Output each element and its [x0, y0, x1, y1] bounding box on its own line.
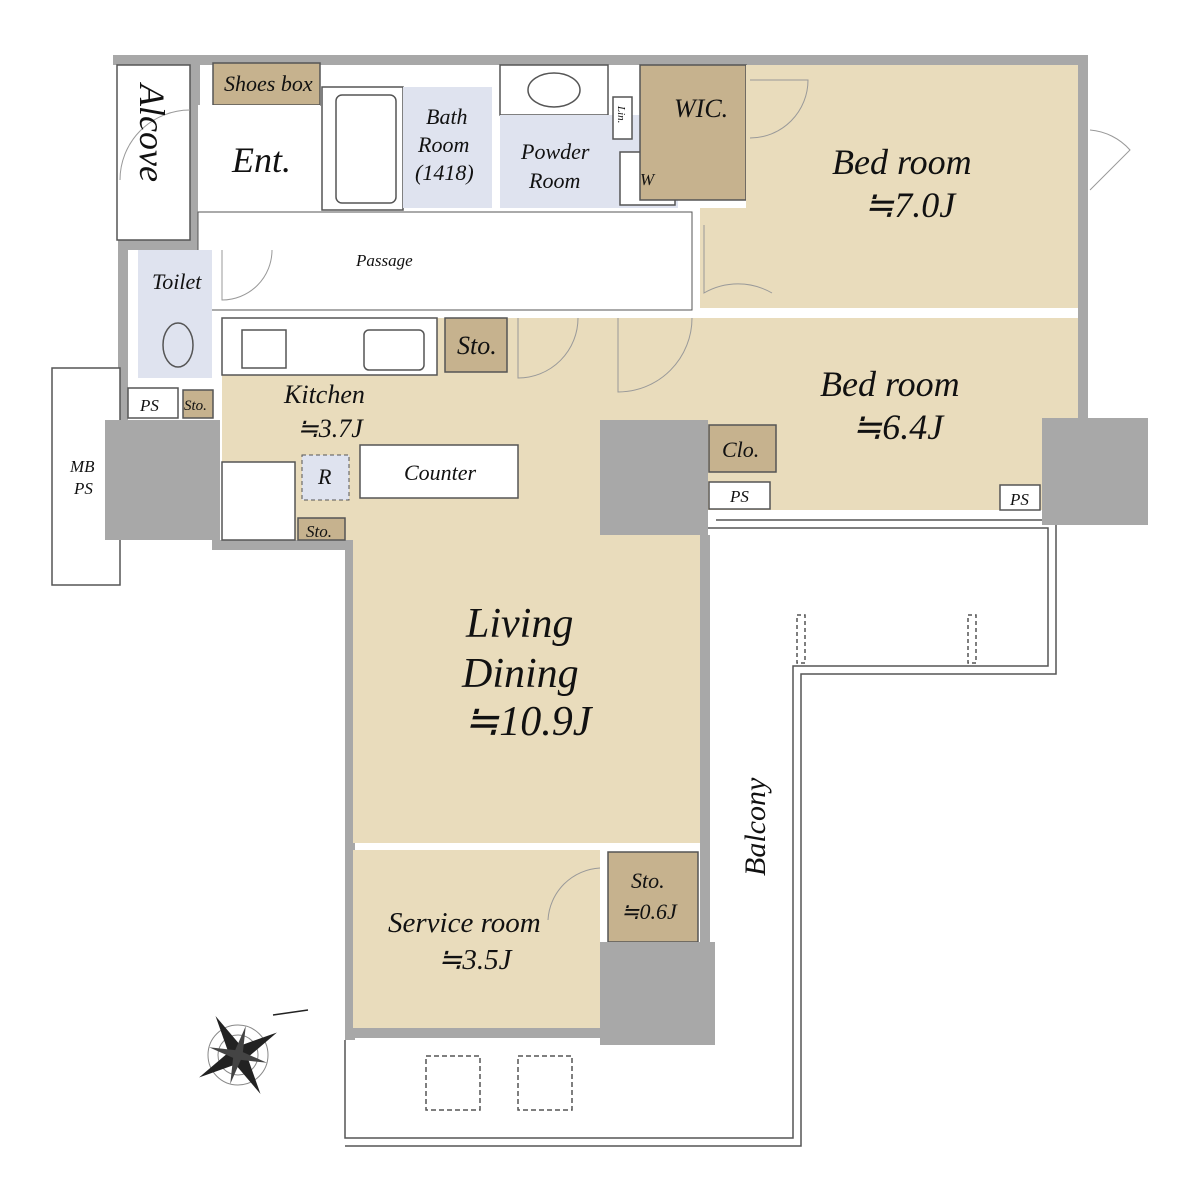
kitchen-storage-2-label: Sto. [306, 522, 332, 541]
wall [700, 535, 710, 945]
bedroom-1 [700, 208, 750, 308]
bedroom2-name: Bed room [820, 364, 960, 404]
bedroom1-size: ≒7.0J [864, 185, 957, 225]
alcove-area [116, 64, 191, 241]
ps-box [127, 387, 179, 419]
wall [345, 540, 355, 1040]
outer-wall [1078, 55, 1088, 420]
entrance-area [198, 105, 320, 212]
kitchen-size: ≒3.7J [297, 414, 364, 443]
service-storage-size: ≒0.6J [621, 899, 678, 924]
stove-icon [241, 329, 287, 369]
passage-label: Passage [355, 251, 413, 270]
washer-label: W [640, 170, 656, 189]
shoes-box-label: Shoes box [224, 71, 313, 96]
refrigerator-space [301, 454, 350, 501]
bath-label-3: (1418) [415, 160, 474, 185]
service-size: ≒3.5J [438, 944, 513, 976]
service-storage [607, 851, 699, 943]
bathtub-icon [335, 94, 397, 204]
living-label-2: Dining [461, 651, 579, 697]
column [600, 420, 708, 535]
basin-icon [527, 72, 581, 108]
wall [118, 240, 128, 420]
wall [212, 540, 357, 550]
mb-ps-label: PS [73, 479, 93, 498]
toilet-icon [162, 322, 194, 368]
bedroom1-name: Bed room [832, 142, 972, 182]
refrigerator-label: R [317, 464, 332, 489]
passage [197, 211, 693, 311]
bedroom-1 [746, 65, 1078, 308]
wall [345, 1028, 605, 1038]
kitchen-name: Kitchen [283, 380, 365, 409]
bedroom2-ps-label: PS [1009, 490, 1029, 509]
column [600, 942, 715, 1045]
alcove-label: Alcove [132, 82, 172, 182]
entrance-label: Ent. [231, 140, 291, 180]
wall [190, 55, 200, 255]
balcony-label: Balcony [739, 777, 772, 876]
counter [359, 444, 519, 499]
kitchen-worktop [221, 317, 438, 376]
kitchen-storage-2 [297, 517, 346, 541]
walk-in-closet [639, 64, 747, 201]
counter-label: Counter [404, 460, 477, 485]
bath-label-1: Bath [426, 104, 468, 129]
closet [708, 424, 777, 473]
bedroom2-size: ≒6.4J [852, 407, 945, 447]
living-label-1: Living [465, 601, 573, 647]
mb-label: MB [69, 457, 95, 476]
powder-label-1: Powder [520, 139, 590, 164]
bath-room [403, 87, 492, 208]
service-storage-name: Sto. [631, 868, 665, 893]
column [105, 420, 220, 540]
toilet-room [138, 250, 212, 378]
toilet-storage-label: Sto. [184, 398, 207, 414]
bedroom2-ps [999, 484, 1041, 511]
door-swings [119, 79, 1131, 921]
wall [118, 240, 200, 250]
kitchen-storage-label: Sto. [457, 331, 497, 360]
service-room [353, 850, 600, 1028]
column [1042, 418, 1148, 525]
closet-ps-label: PS [729, 487, 749, 506]
toilet-ps-label: PS [139, 396, 159, 415]
powder-label-2: Room [528, 168, 580, 193]
bath-label-2: Room [417, 132, 469, 157]
service-name: Service room [388, 907, 541, 939]
linen-label: Lin. [615, 105, 627, 123]
toilet-label: Toilet [152, 269, 202, 294]
kitchen-storage [444, 317, 508, 373]
fridge-area [221, 461, 296, 541]
living-size: ≒10.9J [464, 699, 594, 745]
compass-icon [199, 1009, 309, 1094]
closet-ps [708, 481, 771, 510]
linen-closet [612, 96, 633, 140]
bathtub-area [321, 86, 404, 211]
sink-icon [363, 329, 425, 371]
wic-label: WIC. [674, 94, 728, 123]
balcony-outline [344, 519, 1057, 1147]
outer-wall [113, 55, 1088, 65]
toilet-storage [182, 389, 214, 419]
closet-label: Clo. [722, 437, 759, 462]
